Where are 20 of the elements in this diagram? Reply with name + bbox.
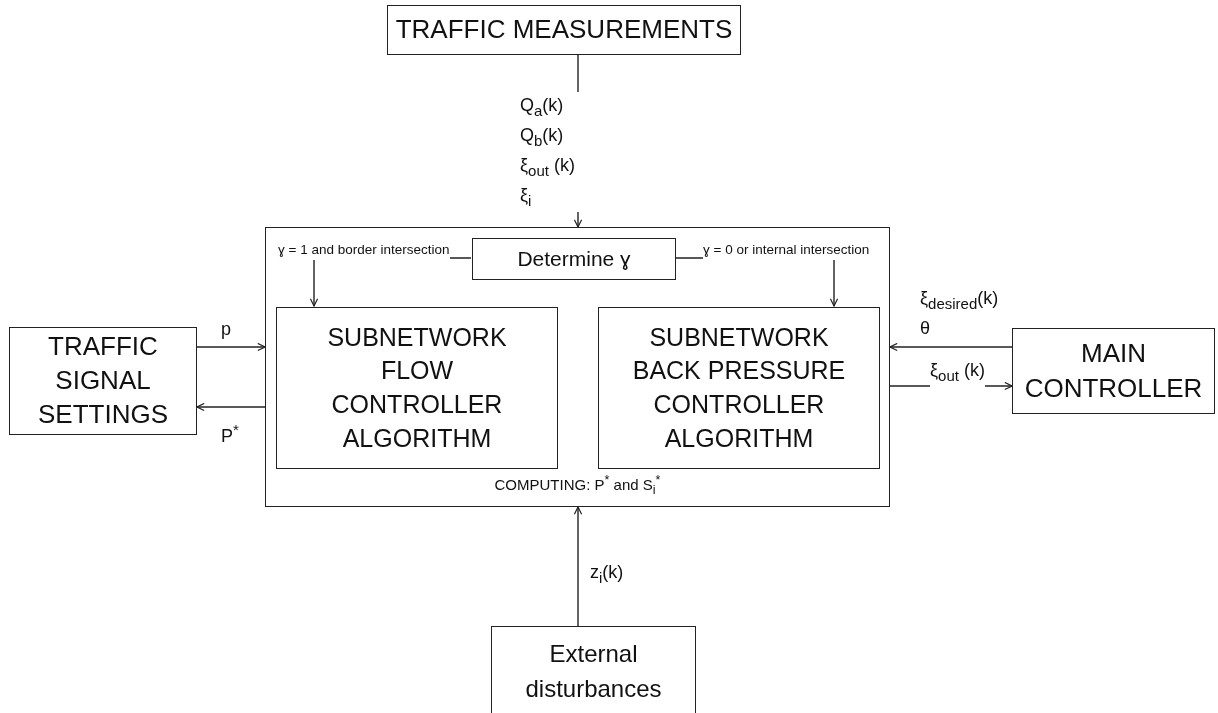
box-label: External disturbances (524, 639, 663, 704)
arrow (196, 402, 266, 412)
box-label: SUBNETWORK FLOW CONTROLLER ALGORITHM (326, 321, 508, 454)
box-label: Determine ɣ (517, 246, 631, 272)
edge-label: Q$_{a}$(k) Q$_{b}$(k) ξ$_{out}$ (k) ξ$_{i}$ (520, 92, 580, 213)
process-box (472, 238, 676, 280)
process-box (491, 626, 696, 713)
arrow (196, 342, 266, 352)
process-box (598, 307, 880, 469)
box-label: TRAFFIC MEASUREMENTS (395, 14, 733, 46)
process-box (276, 307, 558, 469)
arrow (889, 342, 1013, 352)
arrow (573, 506, 583, 627)
process-box (1012, 328, 1215, 414)
controller-frame (265, 227, 890, 507)
box-label: TRAFFIC SIGNAL SETTINGS (37, 330, 169, 431)
box-label: SUBNETWORK BACK PRESSURE CONTROLLER ALGORITHM (631, 321, 847, 454)
box-label: MAIN CONTROLLER (1023, 336, 1204, 405)
process-box (387, 5, 741, 55)
process-box (9, 327, 197, 435)
